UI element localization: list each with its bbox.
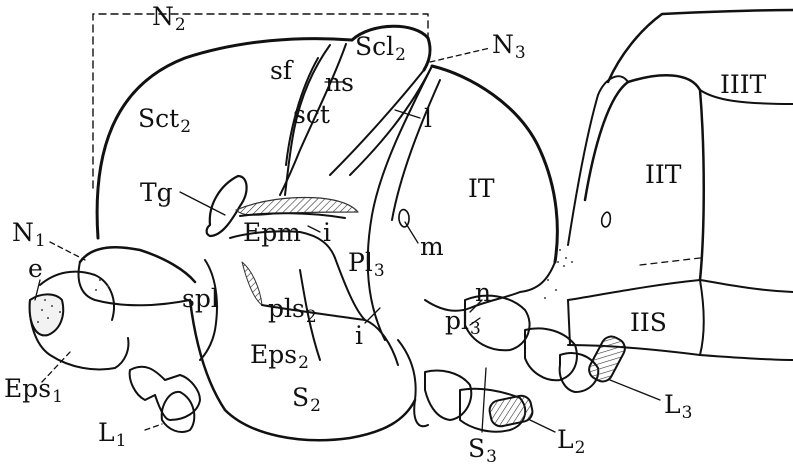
label-N3: N3 (492, 32, 526, 62)
midleg-tarsus (488, 394, 534, 428)
foreleg-tip (162, 392, 195, 432)
leader-i-upper (308, 226, 320, 232)
leader-L1 (145, 424, 162, 430)
second-tergite-lower (568, 280, 793, 300)
label-ns: ns (325, 70, 354, 95)
label-spl: spl (182, 286, 219, 311)
sternite-edge (700, 280, 704, 355)
label-Tg: Tg (140, 180, 173, 205)
label-L3: L3 (664, 392, 692, 422)
label-Eps2: Eps2 (250, 342, 309, 372)
spiracle-IT (399, 210, 409, 227)
label-n: n (475, 280, 491, 305)
metapleuron-front (368, 66, 432, 340)
spiracle-IIT (602, 212, 611, 227)
label-N1: N1 (12, 220, 46, 250)
leader-L2 (530, 420, 555, 432)
label-Sct2: Sct2 (138, 106, 191, 136)
label-Pl3: Pl3 (348, 250, 385, 280)
label-i-upper: i (323, 220, 331, 245)
label-Scl2: Scl2 (355, 34, 406, 64)
label-sct: sct (293, 102, 330, 127)
spl-hatch (242, 262, 262, 305)
label-S3: S3 (468, 436, 497, 466)
first-tergite-outline (432, 66, 557, 262)
foreleg-L1 (130, 367, 200, 420)
label-Epm: Epm (243, 220, 301, 245)
coxa-2-base (398, 340, 428, 426)
label-sf: sf (270, 58, 292, 83)
dash-line-IIT (640, 258, 700, 265)
hindleg-tarsus (586, 333, 629, 385)
leader-m (405, 222, 418, 243)
label-IT: IT (468, 176, 495, 201)
label-IIIT: IIIT (720, 72, 766, 97)
label-N2: N2 (152, 4, 186, 34)
label-L2: L2 (557, 427, 585, 457)
label-pl3: pl3 (445, 308, 481, 338)
label-e: e (28, 256, 43, 281)
label-L1: L1 (98, 420, 126, 450)
second-tergite-back (568, 76, 628, 245)
pronotum-lower (79, 262, 190, 305)
label-IIS: IIS (630, 310, 667, 335)
label-m: m (420, 234, 444, 259)
label-S2: S2 (292, 385, 321, 415)
midleg-coxa (425, 371, 471, 420)
postnotum-ridge (350, 66, 432, 175)
leader-S3 (482, 368, 486, 432)
label-i-lower: i (355, 323, 363, 348)
leader-N1 (50, 242, 85, 260)
label-Eps1: Eps1 (4, 376, 63, 406)
label-l: l (424, 106, 432, 131)
leader-N3 (430, 48, 490, 62)
tegula (207, 176, 247, 236)
leader-L3 (610, 380, 660, 400)
label-pls2: pls2 (268, 296, 317, 326)
label-IIT: IIT (645, 162, 681, 187)
